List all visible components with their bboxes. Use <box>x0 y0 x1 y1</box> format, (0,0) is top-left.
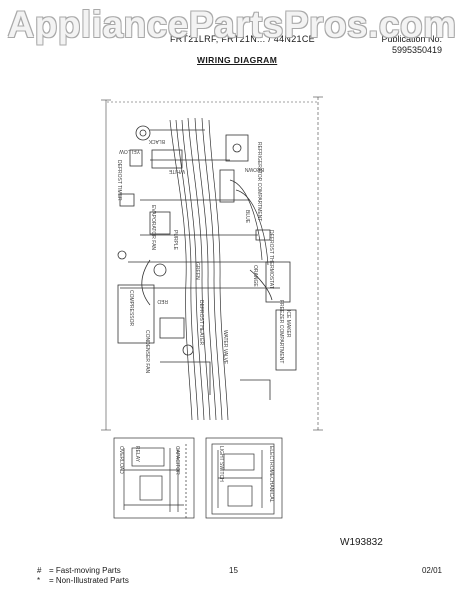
drawing-number: W193832 <box>340 537 383 548</box>
label-overload: OVERLOAD <box>118 446 124 474</box>
label-evaporator-fan: EVAPORATOR FAN <box>150 205 156 250</box>
label-light-switch: LIGHT SWITCH <box>218 446 224 482</box>
label-green: GREEN <box>194 262 200 280</box>
legend-item-non-illustrated: * = Non-Illustrated Parts <box>37 576 129 586</box>
label-white: WHITE <box>168 168 185 174</box>
label-refrigerator-compartment: REFRIGERATOR COMPARTMENT <box>256 142 262 221</box>
legend-symbol: * <box>37 576 41 585</box>
label-blue: BLUE <box>244 210 250 224</box>
label-water-valve: WATER VALVE <box>222 330 228 365</box>
label-yellow: YELLOW <box>119 148 140 154</box>
label-purple: PURPLE <box>172 230 178 251</box>
right-components <box>219 134 297 400</box>
bottom-left-schematic <box>113 437 195 520</box>
label-compressor: COMPRESSOR <box>128 290 134 327</box>
wire-harness <box>120 117 280 421</box>
label-red: RED <box>157 298 168 304</box>
legend-item-fast-moving: # = Fast-moving Parts <box>37 566 129 576</box>
label-relay: RELAY <box>134 446 140 463</box>
label-electromechanical: ELECTROMECHANICAL <box>268 446 274 503</box>
label-defrost-timer: DEFROST TIMER <box>116 160 122 201</box>
label-ice-maker: ICE MAKER <box>285 310 291 338</box>
publication-date: 02/01 <box>421 566 442 575</box>
dimension-lines <box>101 96 323 431</box>
publication-label: Publication No. <box>381 34 442 44</box>
model-numbers: FRT21LRF, FRT21N... / 44N21CE <box>170 34 315 44</box>
label-condenser-fan: CONDENSER FAN <box>144 330 150 373</box>
label-black: BLACK <box>148 138 165 144</box>
label-defrost-thermostat: DEFROST THERMOSTAT <box>268 230 274 289</box>
label-defrost-heater: DEFROST HEATER <box>198 300 204 345</box>
page-title: WIRING DIAGRAM <box>197 55 278 65</box>
legend-text: = Non-Illustrated Parts <box>49 576 129 585</box>
page-number: 15 <box>229 566 238 575</box>
publication-number: 5995350419 <box>391 45 442 55</box>
label-brown: BROWN <box>244 166 264 172</box>
publication-info: Publication No. 5995350419 <box>381 34 442 56</box>
bottom-right-schematic <box>205 437 283 519</box>
legend-symbol: # <box>37 566 42 575</box>
diagram-text: YELLOW BLACK WHITE RED BROWN BLUE ORANGE… <box>116 138 291 503</box>
left-components <box>117 125 211 395</box>
label-orange: ORANGE <box>252 265 258 287</box>
label-freezer-compartment: FREEZER COMPARTMENT <box>278 300 284 363</box>
legend-text: = Fast-moving Parts <box>49 566 121 575</box>
legend: # = Fast-moving Parts * = Non-Illustrated … <box>37 566 129 586</box>
label-capacitor: CAPACITOR <box>174 446 180 475</box>
